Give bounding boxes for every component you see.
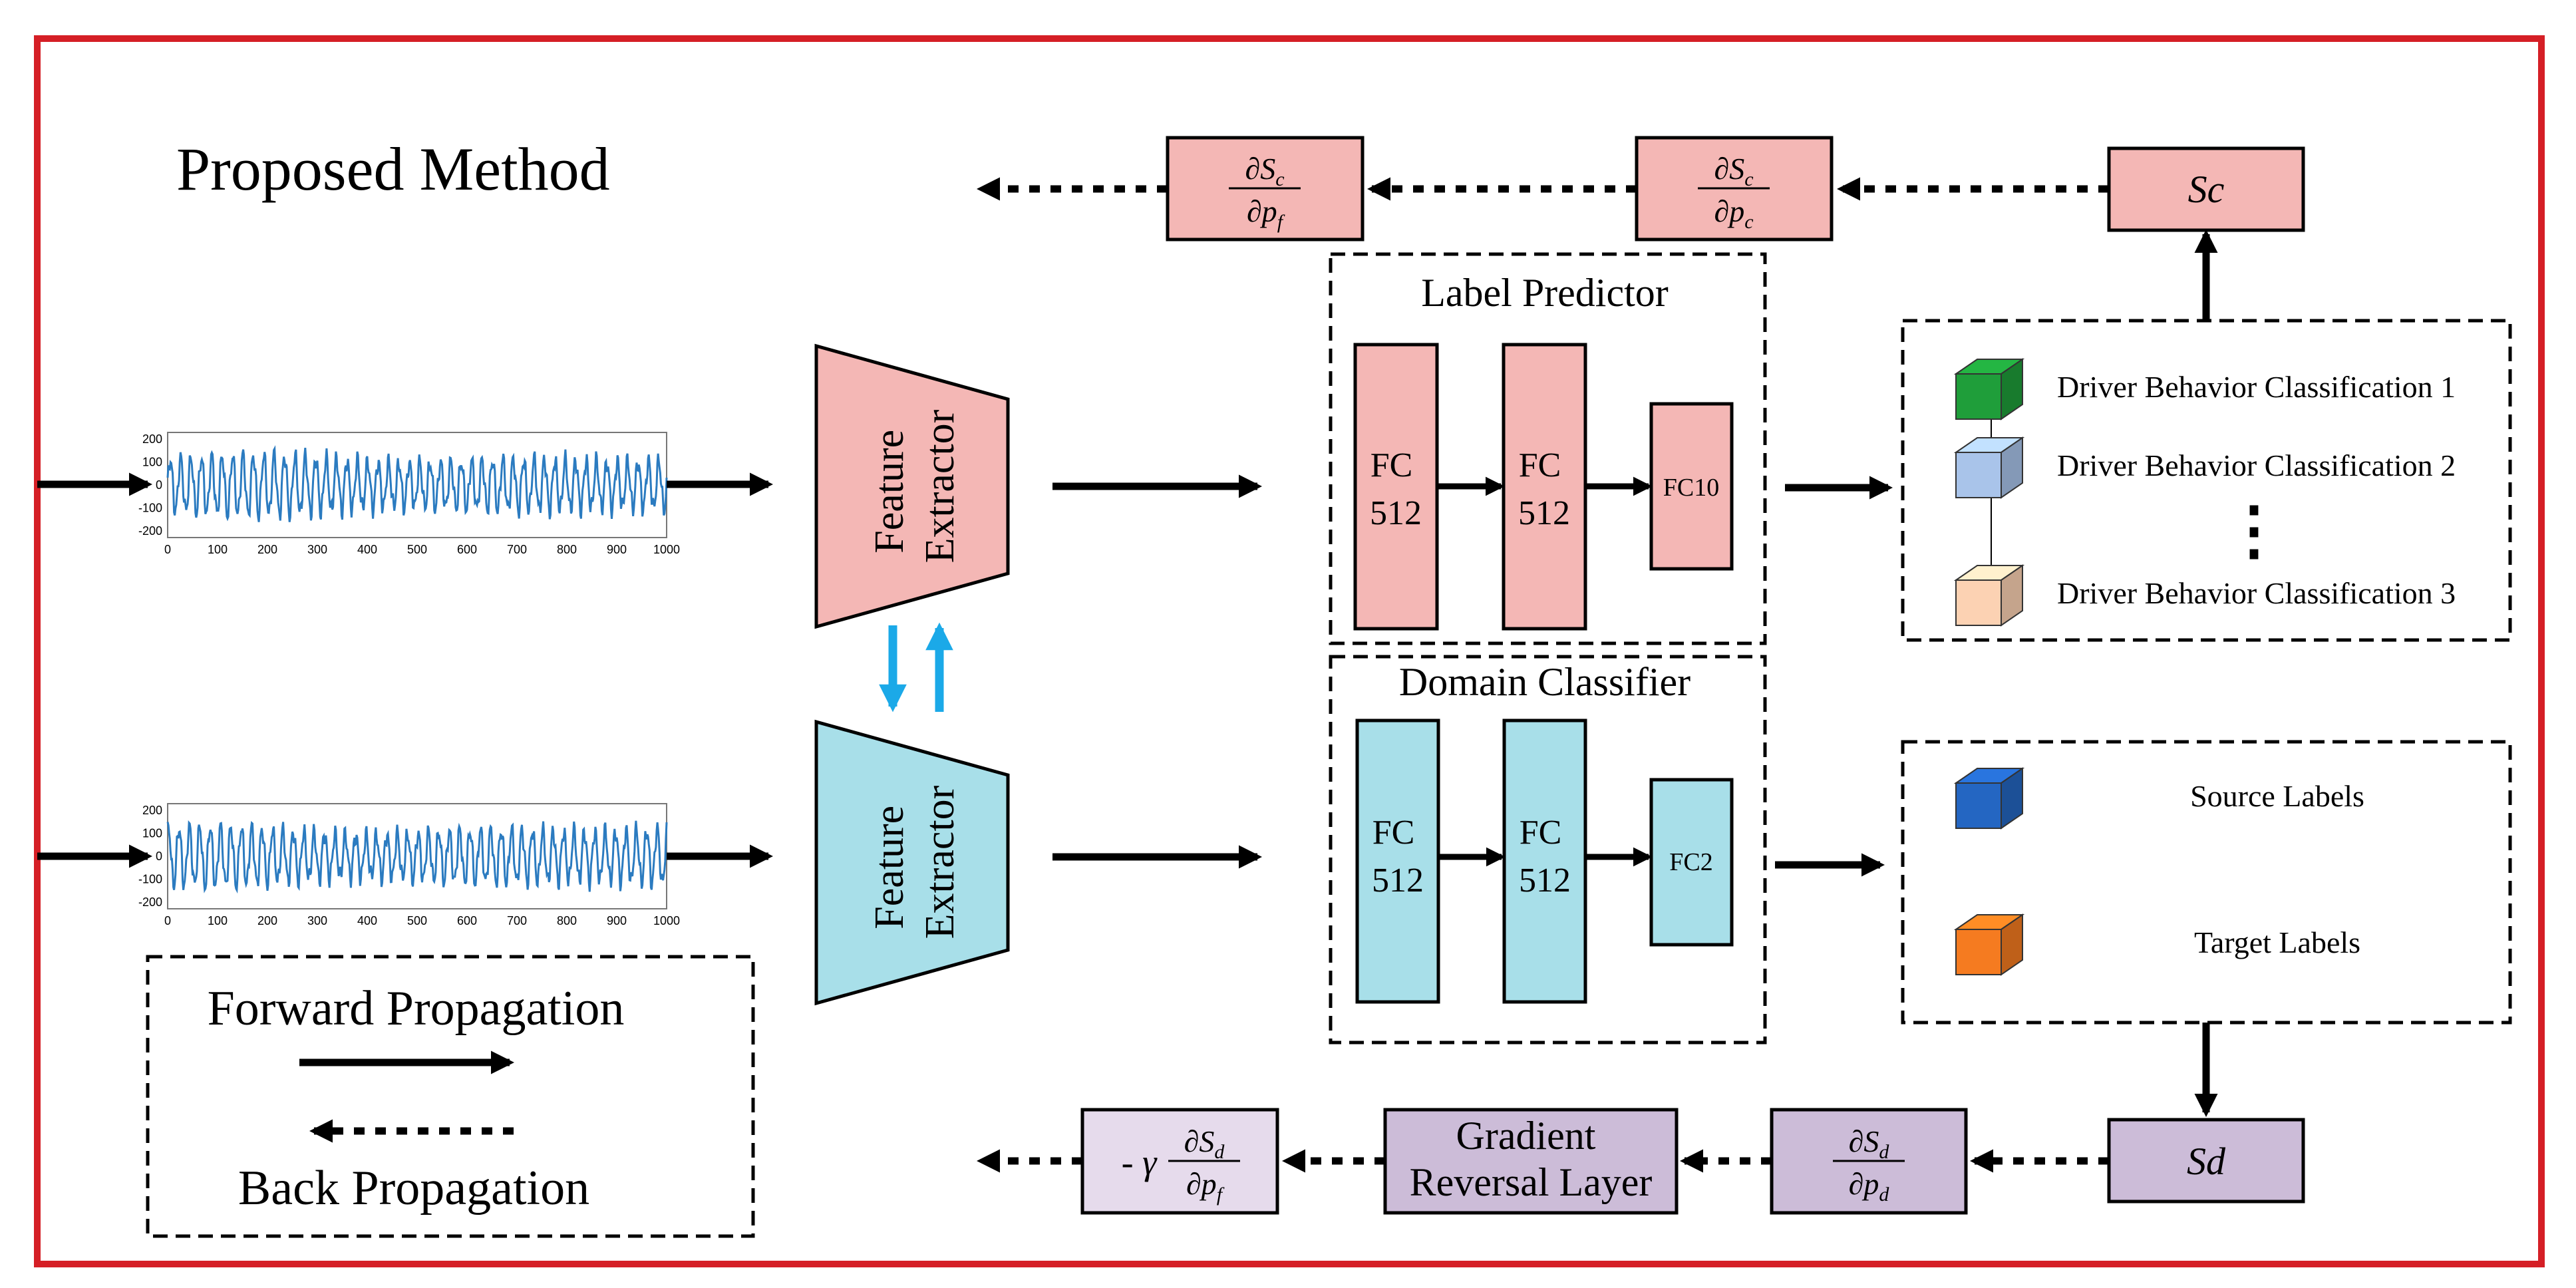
fraction-denominator: ∂pf xyxy=(1186,1167,1225,1206)
cube-green-icon xyxy=(1953,358,2025,420)
signal-x-tick-label: 100 xyxy=(208,543,228,556)
signal-y-tick-label: 200 xyxy=(142,432,162,446)
signal-x-tick-label: 800 xyxy=(557,543,577,556)
signal-waveform-bottom xyxy=(166,820,668,894)
signal-x-tick-label: 300 xyxy=(307,914,327,927)
label-predictor-panel: Label Predictor FC 512 FC 512 FC10 xyxy=(1329,252,1767,645)
signal-y-tick-label: -100 xyxy=(138,873,162,886)
domain-classifier-title: Domain Classifier xyxy=(1399,660,1690,704)
loss-sd-label: Sd xyxy=(2187,1140,2226,1183)
behavior-ellipsis: ⋮ xyxy=(2222,495,2286,566)
feature-extractor-target-label: Feature Extractor xyxy=(867,785,963,939)
feature-extractor-source: Feature Extractor xyxy=(814,343,1010,629)
signal-y-tick-label: 0 xyxy=(156,478,162,492)
domain-fc-512-b xyxy=(1502,719,1587,1004)
svg-text:FC 512: FC 512 xyxy=(1519,814,1571,899)
signal-x-tick-label: 900 xyxy=(607,543,627,556)
fraction-numerator: ∂Sc xyxy=(1714,152,1753,190)
signal-x-tick-label: 200 xyxy=(257,914,277,927)
svg-text:FC2: FC2 xyxy=(1669,848,1712,876)
signal-x-tick-label: 600 xyxy=(457,914,477,927)
loss-sc-label: Sc xyxy=(2188,168,2225,211)
cube-orange-icon xyxy=(1953,913,2025,976)
gradient-reversal-layer-box xyxy=(1383,1108,1679,1215)
target-labels-text: Target Labels xyxy=(2194,925,2360,959)
cube-blue-icon xyxy=(1953,767,2025,830)
svg-text:FC 512: FC 512 xyxy=(1370,446,1422,532)
signal-y-tick-label: 0 xyxy=(156,850,162,863)
feature-extractor-source-label: Feature Extractor xyxy=(867,409,963,563)
grad-neg-gamma-fraction: ∂Sd ∂pf xyxy=(1168,1124,1240,1206)
domain-outputs-box: Source Labels Target Labels xyxy=(1901,740,2512,1025)
signal-y-tick-label: -200 xyxy=(138,895,162,909)
signal-y-tick-label: 200 xyxy=(142,804,162,817)
signal-x-tick-label: 200 xyxy=(257,543,277,556)
label-fc-512-b xyxy=(1502,343,1587,631)
fraction-denominator: ∂pd xyxy=(1849,1167,1890,1206)
page-title: Proposed Method xyxy=(176,135,610,203)
domain-fc-512-a xyxy=(1355,719,1440,1004)
signal-x-tick-label: 700 xyxy=(507,914,527,927)
signal-y-ticks-top: 200 100 0 -100 -200 xyxy=(138,432,162,538)
behavior-class-1: Driver Behavior Classification 1 xyxy=(2057,370,2456,404)
signal-x-tick-label: 600 xyxy=(457,543,477,556)
signal-x-tick-label: 400 xyxy=(357,543,377,556)
signal-x-tick-label: 300 xyxy=(307,543,327,556)
signal-x-tick-label: 0 xyxy=(164,914,171,927)
signal-x-ticks-top: 0 100 200 300 400 500 600 700 800 900 1000 xyxy=(164,543,680,556)
source-labels-text: Source Labels xyxy=(2190,779,2364,813)
svg-text:FC 512: FC 512 xyxy=(1372,814,1424,899)
cube-light-blue-icon xyxy=(1953,436,2025,499)
fraction-numerator: ∂Sd xyxy=(1184,1124,1225,1163)
legend-box: Forward Propagation Back Propagation xyxy=(146,955,755,1238)
behavior-class-2: Driver Behavior Classification 2 xyxy=(2057,448,2456,482)
label-predictor-title: Label Predictor xyxy=(1421,271,1669,315)
signal-x-tick-label: 400 xyxy=(357,914,377,927)
feature-extractor-target: Feature Extractor xyxy=(814,719,1010,1006)
signal-y-ticks-bottom: 200 100 0 -100 -200 xyxy=(138,804,162,909)
signal-x-tick-label: 500 xyxy=(407,543,427,556)
fraction-numerator: ∂Sc xyxy=(1245,152,1284,190)
signal-x-tick-label: 900 xyxy=(607,914,627,927)
gradient-reversal-layer-label: Gradient Reversal Layer xyxy=(1410,1114,1653,1204)
grad-dsc-dpc-fraction: ∂Sc ∂pc xyxy=(1698,152,1770,233)
signal-y-tick-label: 100 xyxy=(142,456,162,469)
grad-dsc-dpf-fraction: ∂Sc∂pf xyxy=(1229,152,1301,233)
grad-dsc-dpc-box xyxy=(1635,136,1834,242)
grad-neg-gamma-prefix: - γ xyxy=(1122,1142,1158,1182)
legend-back-label: Back Propagation xyxy=(238,1161,589,1215)
loss-sd-box xyxy=(2107,1118,2305,1204)
svg-text:FC10: FC10 xyxy=(1663,474,1719,502)
fraction-denominator: ∂pc xyxy=(1714,194,1753,233)
signal-y-tick-label: 100 xyxy=(142,827,162,840)
signal-x-tick-label: 700 xyxy=(507,543,527,556)
signal-x-tick-label: 0 xyxy=(164,543,171,556)
fraction-numerator: ∂Sd xyxy=(1849,1124,1890,1163)
signal-y-tick-label: -200 xyxy=(138,524,162,538)
cube-peach-icon xyxy=(1953,564,2025,627)
signal-x-ticks-bottom: 0 100 200 300 400 500 600 700 800 900 1000 xyxy=(164,914,680,927)
domain-classifier-panel: Domain Classifier FC 512 FC 512 FC2 xyxy=(1329,655,1767,1045)
signal-y-tick-label: -100 xyxy=(138,502,162,515)
label-fc-512-a xyxy=(1353,343,1439,631)
signal-x-tick-label: 500 xyxy=(407,914,427,927)
signal-x-tick-label: 100 xyxy=(208,914,228,927)
svg-text:FC 512: FC 512 xyxy=(1518,446,1570,532)
signal-x-tick-label: 800 xyxy=(557,914,577,927)
grad-dsd-dpd-fraction: ∂Sd ∂pd xyxy=(1833,1124,1905,1206)
signal-x-tick-label: 1000 xyxy=(653,543,680,556)
behavior-class-3: Driver Behavior Classification 3 xyxy=(2057,576,2456,610)
label-fc-10 xyxy=(1649,402,1734,571)
signal-x-tick-label: 1000 xyxy=(653,914,680,927)
outer-frame xyxy=(34,35,2545,1267)
signal-waveform-top xyxy=(166,445,668,522)
legend-forward-label: Forward Propagation xyxy=(208,981,625,1036)
behavior-outputs-box: Driver Behavior Classification 1 Driver … xyxy=(1901,319,2512,642)
